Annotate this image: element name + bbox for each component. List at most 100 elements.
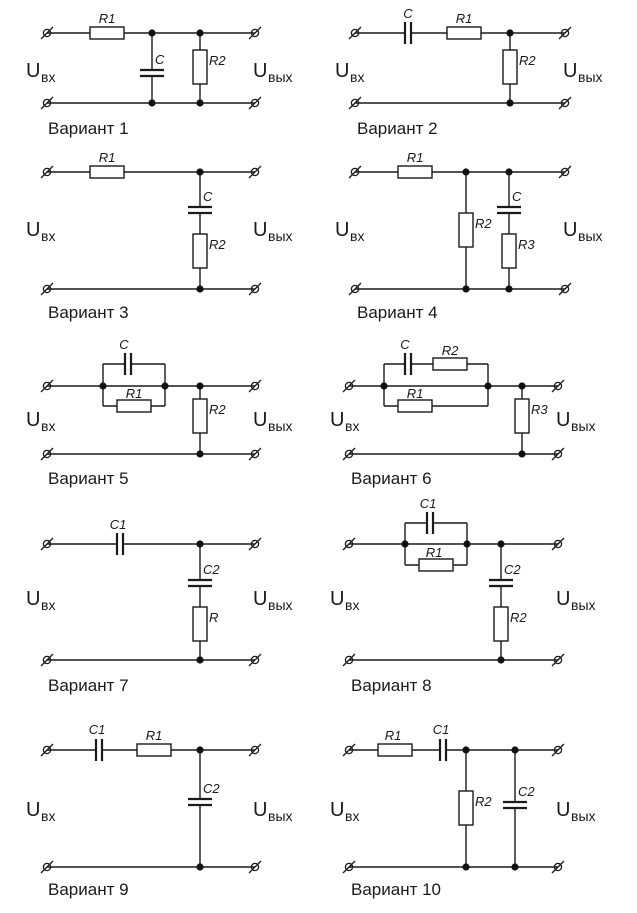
- capacitor-gap: [125, 353, 131, 375]
- terminal-ring: [344, 449, 354, 459]
- resistor: R2: [458, 212, 492, 248]
- component-label: C: [403, 6, 413, 21]
- variant-title: Вариант 3: [48, 303, 129, 322]
- terminal-slash: [551, 653, 565, 667]
- resistor: R1: [116, 386, 152, 413]
- variant-title: Вариант 2: [357, 119, 438, 138]
- resistor: R3: [501, 233, 535, 269]
- junction-dot: [161, 382, 169, 390]
- component-label: C1: [433, 722, 450, 737]
- terminal-slash: [40, 447, 54, 461]
- terminal-ring: [350, 167, 360, 177]
- component-label: C2: [203, 562, 220, 577]
- junction-dot: [506, 29, 514, 37]
- component-label: C: [119, 337, 129, 352]
- terminal-ring: [42, 167, 52, 177]
- capacitor-gap: [440, 739, 446, 761]
- terminal: [558, 165, 572, 179]
- resistor-body: [397, 399, 433, 413]
- component-label: C2: [504, 562, 521, 577]
- terminal-slash: [40, 653, 54, 667]
- resistor-body: [136, 743, 172, 757]
- capacitor-gap: [497, 207, 521, 213]
- resistor: R1: [397, 386, 433, 413]
- terminal: [551, 379, 565, 393]
- component-label: R2: [209, 402, 226, 417]
- component-label: C1: [89, 722, 106, 737]
- terminal: [348, 165, 362, 179]
- terminal-ring: [250, 167, 260, 177]
- input-voltage-symbol: U: [330, 588, 344, 610]
- terminal-ring: [42, 98, 52, 108]
- junction-dot: [505, 285, 513, 293]
- terminal-slash: [40, 282, 54, 296]
- terminal-ring: [250, 539, 260, 549]
- terminal-ring: [553, 449, 563, 459]
- component-label: R1: [99, 11, 116, 26]
- junction-dot: [196, 656, 204, 664]
- terminal: [248, 743, 262, 757]
- terminal-ring: [560, 284, 570, 294]
- terminal-ring: [42, 745, 52, 755]
- component-label: R1: [126, 386, 143, 401]
- resistor: R2: [502, 49, 536, 85]
- junction-dot: [196, 285, 204, 293]
- capacitor-gap: [188, 207, 212, 213]
- component-label: C2: [518, 784, 535, 799]
- terminal-slash: [342, 537, 356, 551]
- resistor: R3: [514, 398, 548, 434]
- terminal: [342, 379, 356, 393]
- resistor-body: [432, 357, 468, 371]
- terminal: [348, 282, 362, 296]
- terminal-slash: [348, 96, 362, 110]
- capacitor: C: [403, 6, 413, 44]
- output-voltage-symbol: U: [253, 588, 267, 610]
- terminal-slash: [348, 282, 362, 296]
- output-voltage-symbol: U: [253, 219, 267, 241]
- junction-dot: [511, 863, 519, 871]
- terminal-slash: [40, 96, 54, 110]
- capacitor: C: [188, 189, 213, 215]
- terminal-ring: [42, 284, 52, 294]
- terminal-ring: [250, 284, 260, 294]
- component-label: R2: [442, 343, 459, 358]
- terminal-slash: [558, 282, 572, 296]
- terminal: [248, 165, 262, 179]
- junction-dot: [463, 540, 471, 548]
- resistor-body: [192, 49, 208, 85]
- terminal-ring: [344, 655, 354, 665]
- terminal: [342, 447, 356, 461]
- component-label: C1: [420, 496, 437, 511]
- input-voltage-symbol: U: [335, 60, 349, 82]
- terminal-ring: [250, 449, 260, 459]
- component-label: C1: [110, 517, 127, 532]
- resistor-body: [192, 233, 208, 269]
- junction-dot: [505, 168, 513, 176]
- resistor-body: [116, 399, 152, 413]
- output-voltage-subscript: вых: [571, 597, 596, 613]
- terminal-slash: [248, 743, 262, 757]
- terminal: [40, 653, 54, 667]
- component-label: R3: [531, 402, 548, 417]
- output-voltage-symbol: U: [253, 60, 267, 82]
- output-voltage-symbol: U: [563, 60, 577, 82]
- capacitor: C1: [433, 722, 450, 761]
- junction-dot: [380, 382, 388, 390]
- terminal-slash: [558, 165, 572, 179]
- terminal-ring: [250, 28, 260, 38]
- terminal-ring: [344, 381, 354, 391]
- resistor-body: [493, 606, 509, 642]
- resistor-body: [89, 26, 125, 40]
- input-voltage-subscript: вх: [345, 418, 359, 434]
- junction-dot: [196, 99, 204, 107]
- input-voltage-subscript: вх: [350, 228, 364, 244]
